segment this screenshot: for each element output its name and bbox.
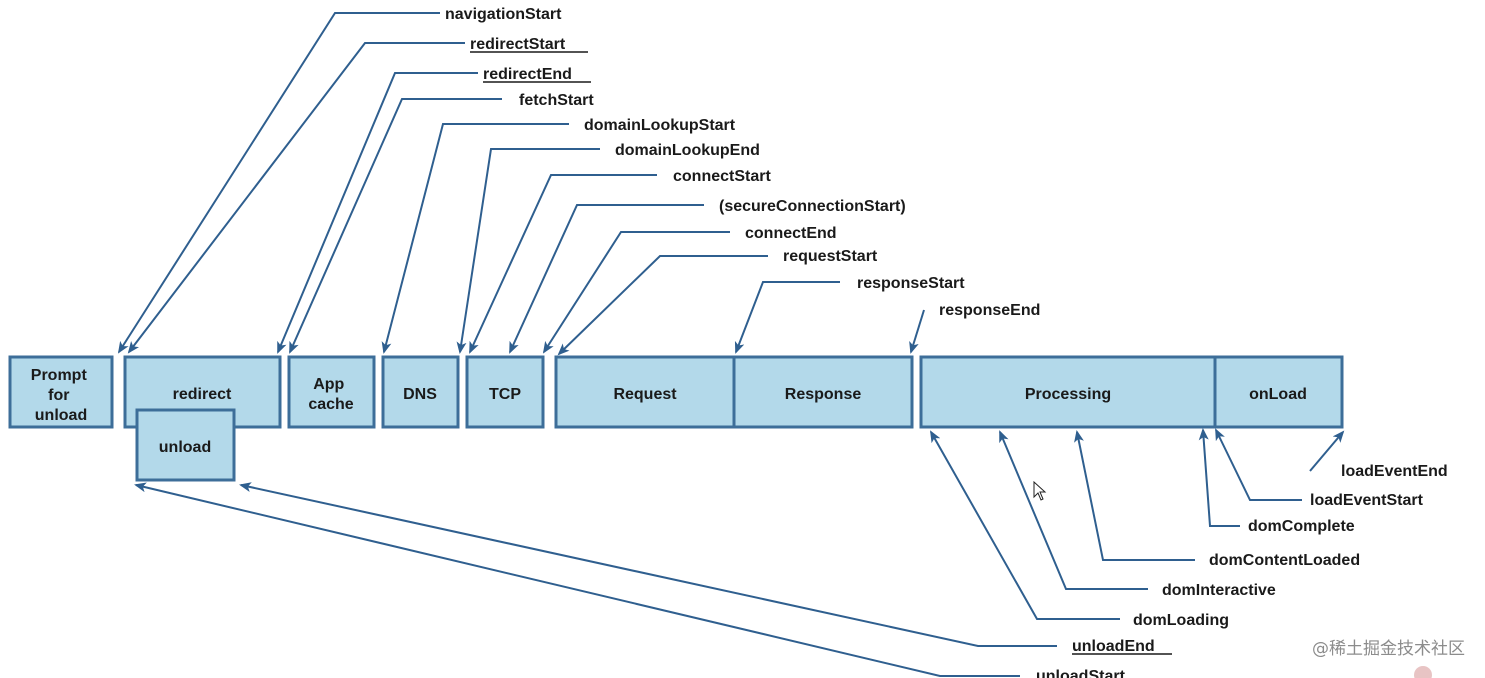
dns-label: DNS: [403, 386, 437, 403]
redirect-label: redirect: [173, 386, 232, 403]
prompt-label-line1: Prompt: [31, 367, 88, 384]
tcp-label: TCP: [489, 386, 521, 403]
phase-tcp: TCP: [465, 355, 545, 429]
watermark: @稀土掘金技术社区: [1312, 639, 1465, 678]
appcache-label-line2: cache: [308, 396, 353, 413]
svg-text:Prompt for unload: Prompt for unload: [31, 367, 91, 424]
dom-complete-label: domComplete: [1248, 518, 1355, 535]
event-response-start: responseStart: [734, 275, 965, 354]
event-navigation-start: navigationStart: [117, 6, 562, 354]
connect-start-label: connectStart: [673, 168, 771, 185]
load-event-end-label: loadEventEnd: [1341, 463, 1448, 480]
dom-loading-label: domLoading: [1133, 612, 1229, 629]
connect-end-label: connectEnd: [745, 225, 837, 242]
event-response-end: responseEnd: [909, 302, 1040, 354]
redirect-end-label: redirectEnd: [483, 66, 572, 83]
phase-onload: onLoad: [1213, 355, 1344, 429]
redirect-start-label: redirectStart: [470, 36, 566, 53]
mouse-pointer-icon: [1033, 481, 1047, 501]
prompt-label-line3: unload: [35, 407, 87, 424]
svg-text:App cache: App cache: [308, 376, 353, 413]
onload-label: onLoad: [1249, 386, 1307, 403]
prompt-label-line2: for: [48, 387, 69, 404]
phase-unload: unload: [135, 408, 236, 482]
processing-label: Processing: [1025, 386, 1111, 403]
dom-content-loaded-label: domContentLoaded: [1209, 552, 1360, 569]
event-load-event-end: loadEventEnd: [1309, 430, 1448, 480]
domain-lookup-end-label: domainLookupEnd: [615, 142, 760, 159]
appcache-label-line1: App: [313, 376, 344, 393]
event-redirect-start: redirectStart: [127, 36, 588, 354]
phase-request: Request: [554, 355, 736, 429]
event-secure-connection-start: (secureConnectionStart): [509, 198, 906, 354]
dom-interactive-label: domInteractive: [1162, 582, 1276, 599]
watermark-logo-icon: [1414, 666, 1432, 678]
navigation-start-label: navigationStart: [445, 6, 562, 23]
request-start-label: requestStart: [783, 248, 878, 265]
event-load-event-start: loadEventStart: [1215, 428, 1424, 509]
load-event-start-label: loadEventStart: [1310, 492, 1424, 509]
watermark-text: @稀土掘金技术社区: [1312, 639, 1465, 659]
unload-end-label: unloadEnd: [1072, 638, 1155, 655]
event-redirect-end: redirectEnd: [277, 66, 591, 354]
phase-prompt-for-unload: Prompt for unload: [8, 355, 114, 429]
phase-processing: Processing: [919, 355, 1217, 429]
phase-dns: DNS: [381, 355, 460, 429]
domain-lookup-start-label: domainLookupStart: [584, 117, 736, 134]
event-dom-loading: domLoading: [930, 430, 1229, 629]
event-dom-interactive: domInteractive: [999, 430, 1276, 599]
request-label: Request: [613, 386, 677, 403]
event-unload-end: unloadEnd: [239, 482, 1172, 655]
event-request-start: requestStart: [557, 248, 878, 356]
phase-response: Response: [732, 355, 914, 429]
event-fetch-start: fetchStart: [289, 92, 594, 354]
event-domain-lookup-start: domainLookupStart: [381, 117, 736, 354]
fetch-start-label: fetchStart: [519, 92, 594, 109]
response-label: Response: [785, 386, 862, 403]
response-start-label: responseStart: [857, 275, 965, 292]
phase-app-cache: App cache: [287, 355, 376, 429]
event-dom-complete: domComplete: [1198, 428, 1355, 535]
event-connect-start: connectStart: [469, 168, 771, 354]
event-connect-end: connectEnd: [542, 225, 837, 354]
secure-connection-start-label: (secureConnectionStart): [719, 198, 906, 215]
unload-start-label: unloadStart: [1036, 668, 1126, 678]
event-dom-content-loaded: domContentLoaded: [1074, 430, 1360, 569]
event-unload-start: unloadStart: [134, 482, 1126, 678]
event-domain-lookup-end: domainLookupEnd: [456, 142, 760, 354]
unload-label: unload: [159, 439, 211, 456]
response-end-label: responseEnd: [939, 302, 1040, 319]
